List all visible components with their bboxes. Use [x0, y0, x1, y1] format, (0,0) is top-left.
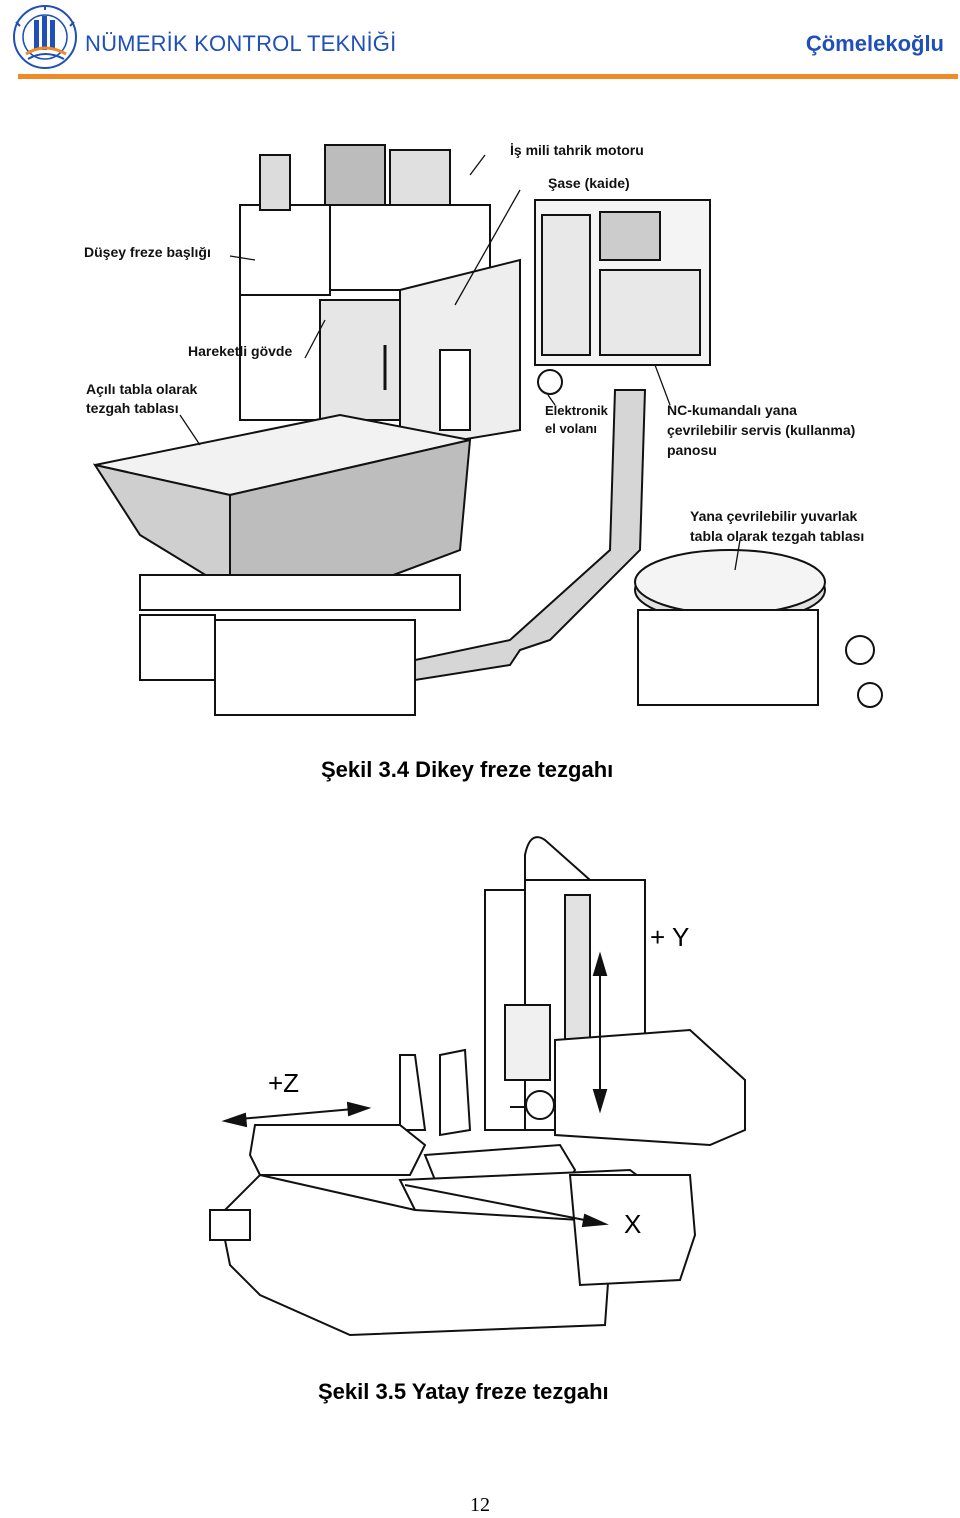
- label-moving-body: Hareketli gövde: [188, 343, 293, 359]
- label-rotary-line1: Yana çevrilebilir yuvarlak: [690, 508, 858, 524]
- axis-label-z: +Z: [268, 1068, 300, 1098]
- label-table-line1: Açılı tabla olarak: [86, 381, 198, 397]
- label-handwheel-line2: el volanı: [545, 421, 598, 436]
- label-panel-line3: panosu: [667, 442, 717, 458]
- label-table-line2: tezgah tablası: [86, 400, 179, 416]
- label-panel-line2: çevrilebilir servis (kullanma): [667, 422, 856, 438]
- label-panel-line1: NC-kumandalı yana: [667, 402, 797, 418]
- horizontal-milling-machine-drawing: [209, 836, 746, 1337]
- figure1-caption: Şekil 3.4 Dikey freze tezgahı: [321, 757, 614, 782]
- label-rotary-line2: tabla olarak tezgah tablası: [690, 528, 865, 544]
- university-logo: [13, 5, 77, 69]
- axis-label-y: + Y: [650, 922, 690, 952]
- header-divider: [18, 74, 958, 79]
- author-name: Çömelekoğlu: [805, 31, 944, 56]
- label-milling-head: Düşey freze başlığı: [84, 244, 211, 260]
- vertical-milling-machine-drawing: [92, 144, 883, 716]
- label-handwheel-line1: Elektronik: [545, 403, 608, 418]
- page-header: NÜMERİK KONTROL TEKNİĞİ Çömelekoğlu: [0, 0, 960, 82]
- figure2-caption: Şekil 3.5 Yatay freze tezgahı: [318, 1379, 609, 1404]
- document-title: NÜMERİK KONTROL TEKNİĞİ: [85, 31, 397, 56]
- vertical-milling-machine-figure: İş mili tahrik motoru Şase (kaide) Düşey…: [80, 120, 910, 735]
- axis-label-x: X: [624, 1209, 642, 1239]
- label-spindle-motor: İş mili tahrik motoru: [510, 142, 644, 158]
- horizontal-milling-machine-figure: + Y +Z X: [200, 825, 760, 1345]
- page-number: 12: [470, 1494, 490, 1516]
- label-chassis: Şase (kaide): [548, 175, 630, 191]
